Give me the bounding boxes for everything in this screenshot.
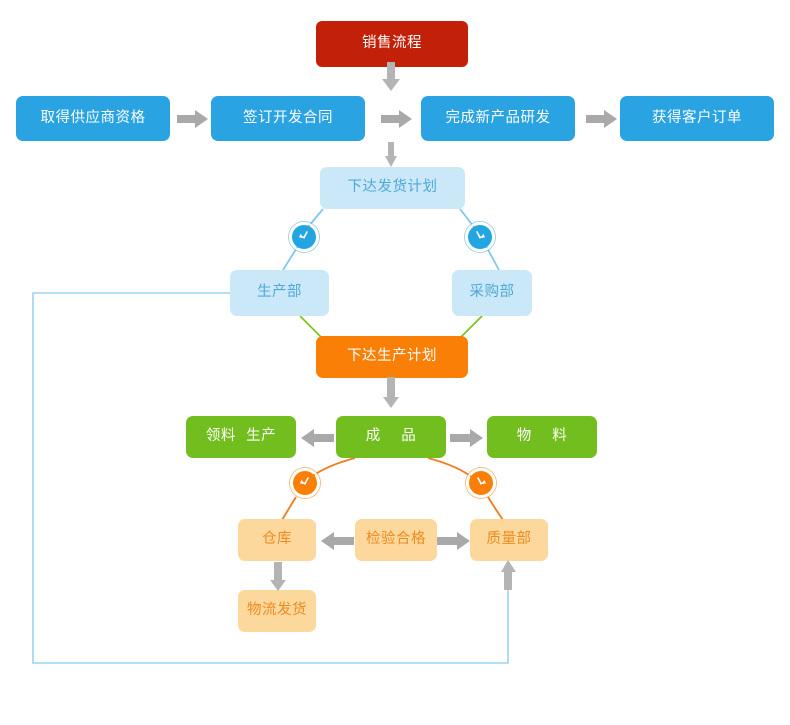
node-complete-new-product-rd[interactable]: 完成新产品研发 [421,96,575,141]
node-obtain-customer-order-label: 获得客户订单 [652,109,742,126]
node-issue-production-plan-label: 下达生产计划 [347,348,437,365]
turn-arrow-glyph [300,477,309,485]
wire-quality-badge-to-quality [487,496,504,521]
node-production-dept[interactable]: 生产部 [230,270,329,316]
node-warehouse[interactable]: 仓库 [238,519,316,561]
node-obtain-customer-order[interactable]: 获得客户订单 [620,96,774,141]
turn-down-right-icon[interactable] [466,468,496,498]
arrow-right-inspection-to-quality [437,532,470,550]
arrow-down-plan-to-finished [383,377,399,408]
node-materials-label: 物 料 [516,428,568,445]
turn-arrow-glyph [477,477,486,485]
node-purchasing-dept[interactable]: 采购部 [452,270,532,316]
wire-production-to-plan [299,315,323,339]
node-purchasing-dept-label: 采购部 [469,284,515,301]
node-supplier-qualification[interactable]: 取得供应商资格 [16,96,170,141]
node-material-requisition-production-label: 领料 生产 [205,428,277,445]
node-issue-shipping-plan-label: 下达发货计划 [347,179,438,196]
node-logistics-shipment-label: 物流发货 [247,602,307,619]
turn-down-left-icon[interactable] [290,468,320,498]
node-issue-production-plan[interactable]: 下达生产计划 [316,336,468,378]
arrow-left-finished-to-requisition [301,429,334,447]
badge-ring [465,222,495,252]
node-finished-product[interactable]: 成 品 [336,416,446,458]
wire-purchasing-to-plan [459,315,483,339]
node-materials[interactable]: 物 料 [487,416,597,458]
node-sales-process[interactable]: 销售流程 [316,21,468,67]
node-inspection-passed[interactable]: 检验合格 [355,519,437,561]
arrow-down-rd-to-shipping [385,142,397,167]
turn-down-right-icon[interactable] [465,222,495,252]
node-warehouse-label: 仓库 [262,531,292,548]
node-quality-dept[interactable]: 质量部 [470,519,548,561]
node-production-dept-label: 生产部 [257,284,302,301]
badge-ring [289,222,319,252]
node-complete-new-product-rd-label: 完成新产品研发 [445,109,551,126]
node-supplier-qualification-label: 取得供应商资格 [40,109,146,126]
wire-warehouse-badge-to-warehouse [281,496,297,521]
arrow-right-2 [381,110,412,128]
arrow-right-finished-to-materials [450,429,483,447]
arrow-down-warehouse-to-logistics [270,562,286,591]
arrow-down-sales-to-row [382,62,400,91]
arrow-right-1 [177,110,208,128]
node-logistics-shipment[interactable]: 物流发货 [238,590,316,632]
turn-arrow-glyph [299,231,308,239]
arrow-up-feedback-to-quality [501,560,516,590]
turn-down-left-icon[interactable] [289,222,319,252]
turn-arrow-glyph [476,231,485,239]
node-sales-process-label: 销售流程 [362,35,422,52]
arrow-left-inspection-to-warehouse [321,532,354,550]
node-finished-product-label: 成 品 [365,428,417,445]
arrow-right-3 [586,110,617,128]
node-issue-shipping-plan[interactable]: 下达发货计划 [320,167,465,209]
node-inspection-passed-label: 检验合格 [366,531,426,548]
node-sign-development-contract[interactable]: 签订开发合同 [211,96,365,141]
wire-finished-to-quality-badge [427,457,474,479]
node-material-requisition-production[interactable]: 领料 生产 [186,416,296,458]
node-sign-development-contract-label: 签订开发合同 [243,109,333,126]
node-quality-dept-label: 质量部 [486,531,532,548]
